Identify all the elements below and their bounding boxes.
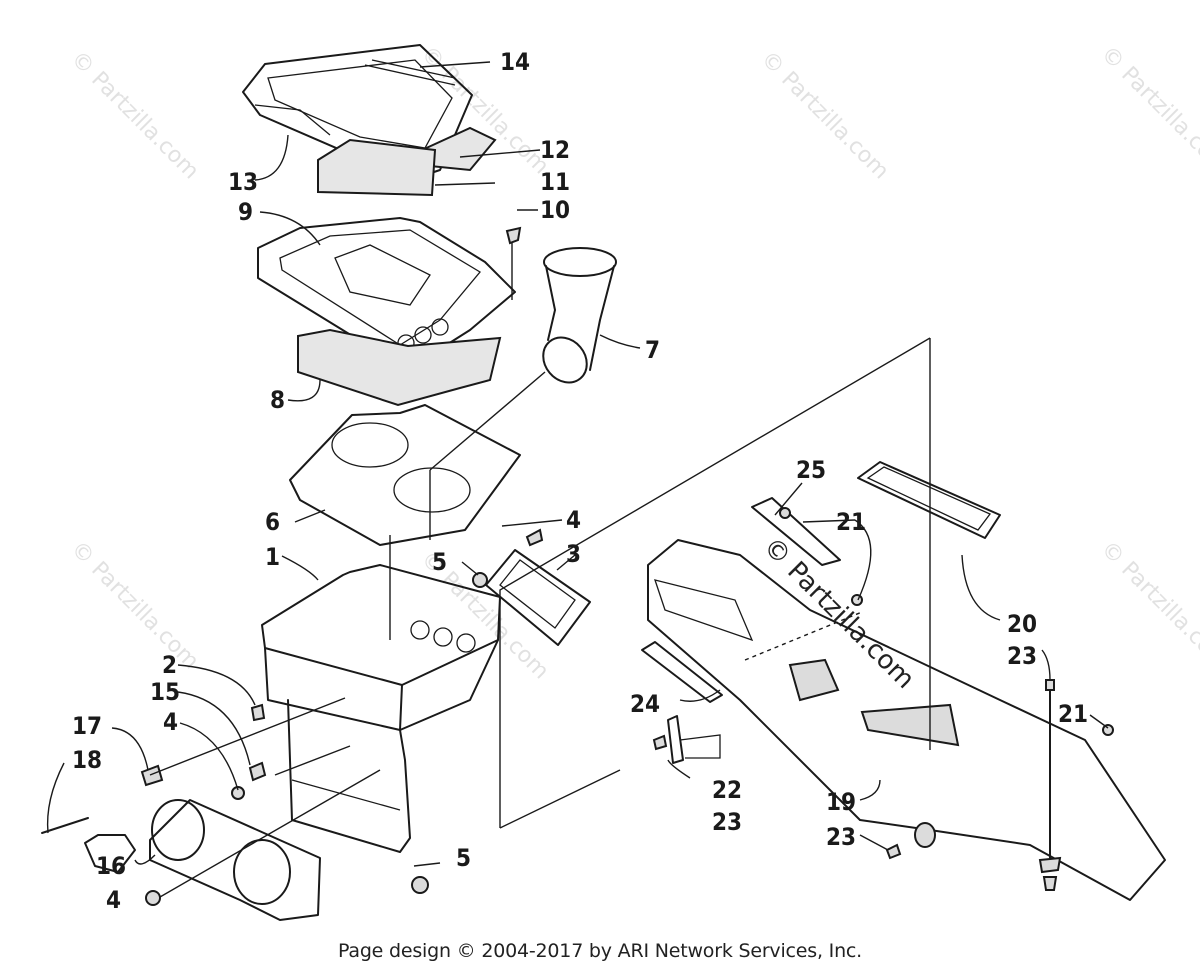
- footer-copyright: Page design © 2004-2017 by ARI Network S…: [337, 940, 863, 962]
- callout-12: 12: [540, 136, 570, 164]
- callout-20: 20: [1007, 610, 1037, 638]
- callout-3: 3: [566, 540, 581, 568]
- part-19-duct: [647, 539, 1166, 901]
- callout-18: 18: [72, 746, 102, 774]
- part-11-foam: [317, 138, 437, 197]
- watermark-prominent: © Partzilla.com: [757, 532, 920, 695]
- callout-16: 16: [96, 852, 126, 880]
- callout-14: 14: [500, 48, 530, 76]
- part-24-bracket: [641, 641, 723, 703]
- part-6-plate: [289, 404, 521, 546]
- small-fasteners: [140, 528, 544, 906]
- callout-5b: 5: [456, 844, 471, 872]
- callout-6: 6: [265, 508, 280, 536]
- callout-21a: 21: [836, 508, 866, 536]
- callout-1: 1: [265, 543, 280, 571]
- callout-2: 2: [162, 651, 177, 679]
- part-20-seal: [857, 461, 1001, 539]
- callout-8: 8: [270, 386, 285, 414]
- callout-23a: 23: [1007, 642, 1037, 670]
- callout-24: 24: [630, 690, 660, 718]
- callout-10: 10: [540, 196, 570, 224]
- callout-7: 7: [645, 336, 660, 364]
- part-8-foam: [297, 328, 502, 407]
- watermark-5: © Partzilla.com: [66, 537, 204, 675]
- callout-4a: 4: [566, 506, 581, 534]
- callout-15: 15: [150, 678, 180, 706]
- part-10-screw: [505, 226, 522, 245]
- callout-22: 22: [712, 776, 742, 804]
- part-3-gasket: [485, 549, 591, 646]
- right-fasteners: [652, 507, 1114, 891]
- callout-11: 11: [540, 168, 570, 196]
- part-18-sensor: [41, 817, 136, 873]
- leader-lines: [46, 61, 1109, 898]
- part-25-bracket: [751, 497, 841, 566]
- callout-4b: 4: [163, 708, 178, 736]
- part-14-cover: [242, 44, 473, 181]
- part-16-intake: [149, 799, 321, 921]
- watermark-1: © Partzilla.com: [66, 47, 204, 185]
- part-1-airbox: [261, 564, 501, 853]
- watermark-3: © Partzilla.com: [756, 47, 894, 185]
- part-22-bracket: [667, 715, 721, 764]
- callout-21b: 21: [1058, 700, 1088, 728]
- callout-25: 25: [796, 456, 826, 484]
- callout-23b: 23: [712, 808, 742, 836]
- callout-17: 17: [72, 712, 102, 740]
- callout-23c: 23: [826, 823, 856, 851]
- callout-9: 9: [238, 198, 253, 226]
- callout-13: 13: [228, 168, 258, 196]
- callout-19: 19: [826, 788, 856, 816]
- watermark-4: © Partzilla.com: [1096, 42, 1200, 180]
- watermark-7: © Partzilla.com: [1096, 537, 1200, 675]
- watermarks: © Partzilla.com © Partzilla.com © Partzi…: [66, 42, 1200, 695]
- part-7-elbow: [542, 247, 617, 384]
- callouts: 14 12 13 11 9 10 7 8 25 4 21 6 5 3 1 20 …: [72, 48, 1088, 914]
- callout-5a: 5: [432, 548, 447, 576]
- callout-4c: 4: [106, 886, 121, 914]
